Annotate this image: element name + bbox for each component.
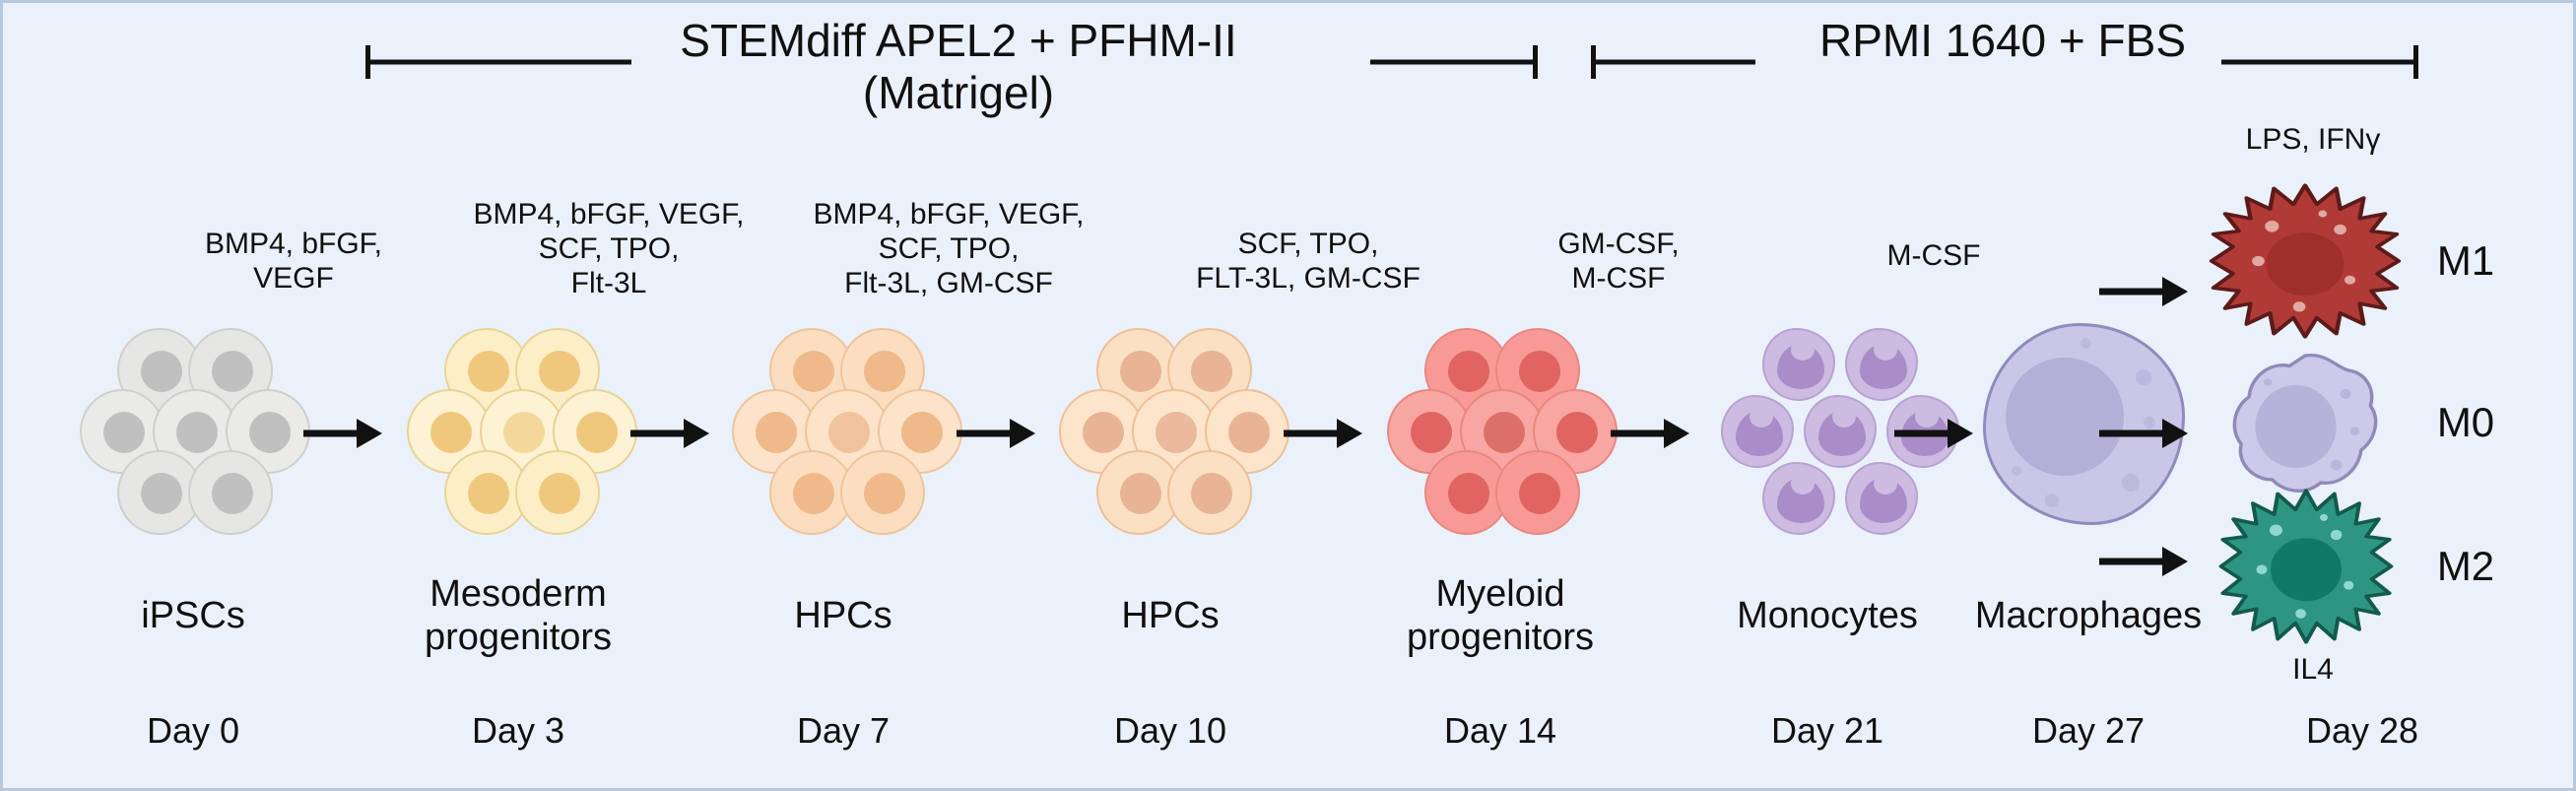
arrow-ipsc-to-mesoderm	[303, 419, 382, 448]
stage-name-ipscs: iPSCs	[141, 595, 245, 636]
cell-cluster-hpc-day7	[722, 328, 968, 540]
output-label-m2: M2	[2436, 543, 2495, 589]
arrow-hpc2-to-myeloid	[1284, 419, 1362, 448]
growth-factors-5: M-CSF	[1886, 239, 1981, 272]
growth-factors-0: BMP4, bFGF, VEGF	[204, 228, 383, 295]
growth-factors-2: BMP4, bFGF, VEGF, SCF, TPO, Flt-3L, GM-C…	[813, 198, 1085, 299]
day-label-28: Day 28	[2305, 710, 2419, 751]
day-label-3: Day 3	[471, 710, 565, 751]
bracket-rpmi	[1591, 40, 2418, 84]
growth-factors-1: BMP4, bFGF, VEGF, SCF, TPO, Flt-3L	[473, 198, 745, 299]
stage-name-myeloid: Myeloid progenitors	[1406, 573, 1595, 659]
arrow-hpc1-to-hpc2	[957, 419, 1035, 448]
arrow-mesoderm-to-hpc1	[630, 419, 709, 448]
stimulus-label-il4: IL4	[2292, 653, 2334, 686]
arrow-monocytes-to-macrophages	[1894, 419, 1973, 448]
day-label-14: Day 14	[1443, 710, 1557, 751]
cell-m0-macrophage	[2227, 350, 2383, 497]
day-label-27: Day 27	[2031, 710, 2146, 751]
day-label-0: Day 0	[146, 710, 240, 751]
cell-macrophage	[1983, 323, 2185, 525]
stage-name-macrophages: Macrophages	[1974, 595, 2203, 636]
cell-m2-macrophage	[2217, 488, 2395, 645]
day-label-7: Day 7	[796, 710, 891, 751]
cell-cluster-myeloid	[1377, 328, 1623, 540]
day-label-21: Day 21	[1770, 710, 1884, 751]
arrow-to-m2	[2099, 547, 2188, 576]
output-label-m1: M1	[2436, 237, 2495, 284]
phase-label-rpmi: RPMI 1640 + FBS	[1819, 15, 2186, 66]
phase-label-stemdiff: STEMdiff APEL2 + PFHM-II (Matrigel)	[680, 15, 1237, 119]
day-label-10: Day 10	[1113, 710, 1227, 751]
stage-name-hpc-day10: HPCs	[1121, 595, 1220, 636]
growth-factors-3: SCF, TPO, FLT-3L, GM-CSF	[1196, 228, 1420, 295]
cell-cluster-ipsc	[70, 328, 316, 540]
arrow-myeloid-to-monocytes	[1611, 419, 1689, 448]
arrow-to-m0	[2099, 419, 2188, 448]
bracket-stemdiff	[365, 40, 1538, 84]
cell-cluster-monocytes	[1707, 328, 1959, 540]
stage-name-mesoderm: Mesoderm progenitors	[424, 573, 613, 659]
cell-cluster-mesoderm	[397, 328, 643, 540]
stimulus-label-lps-ifng: LPS, IFNγ	[2245, 123, 2381, 156]
stage-name-hpc-day7: HPCs	[794, 595, 892, 636]
growth-factors-4: GM-CSF, M-CSF	[1557, 228, 1680, 295]
cell-m1-macrophage	[2208, 182, 2403, 340]
cell-cluster-hpc-day10	[1049, 328, 1295, 540]
stage-name-monocytes: Monocytes	[1737, 595, 1918, 636]
output-label-m0: M0	[2436, 399, 2495, 445]
arrow-to-m1	[2099, 277, 2188, 306]
